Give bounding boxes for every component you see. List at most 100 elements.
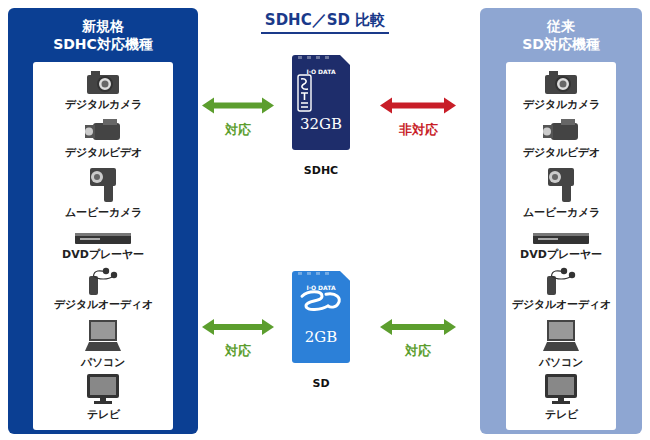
- device-icon: [544, 266, 578, 296]
- edge-label-slot: 対応: [198, 340, 278, 359]
- edge-label: 対応: [405, 343, 431, 359]
- hc-logo-mark: [301, 79, 308, 107]
- edge-label-slot: 対応: [378, 340, 458, 359]
- panel-heading: 従来 SD対応機種: [513, 17, 609, 53]
- device-label: デジタルオーディオ: [33, 298, 173, 312]
- device-item: デジタルオーディオ: [33, 266, 173, 312]
- card-notch: [325, 56, 329, 59]
- device-label: パソコン: [33, 356, 173, 370]
- card-notch: [316, 272, 320, 275]
- device-item: デジタルカメラ: [33, 68, 173, 112]
- device-icon-shape: [545, 71, 577, 94]
- device-icon-shape: [87, 374, 119, 404]
- device-icon-shape: [533, 233, 589, 244]
- diagram-title: SDHC／SD 比較: [261, 10, 389, 34]
- edge-label: 対応: [225, 122, 251, 138]
- sd-card: SDI·O DATA2GB: [292, 271, 350, 363]
- brand-slot: I·O DATA: [292, 275, 350, 294]
- device-item: テレビ: [33, 372, 173, 422]
- device-icon: [83, 118, 123, 144]
- card-caption-slot: SDHC: [272, 159, 370, 178]
- device-label: テレビ: [33, 408, 173, 422]
- card-caption-slot: SD: [272, 372, 370, 391]
- device-panel: 従来 SD対応機種デジタルカメラデジタルビデオムービーカメラ DVDプレーヤーデジ…: [480, 8, 642, 434]
- device-item: デジタルビデオ: [33, 118, 173, 160]
- device-label: デジタルカメラ: [33, 98, 173, 112]
- device-item: ムービーカメラ: [33, 166, 173, 220]
- device-icon-shape: [89, 268, 117, 295]
- device-item: DVDプレーヤー: [506, 230, 616, 262]
- edge-label: 非対応: [399, 122, 438, 138]
- device-item: デジタルオーディオ: [506, 266, 616, 312]
- device-icon: [541, 318, 581, 354]
- device-icon: [543, 68, 579, 96]
- device-label: デジタルカメラ: [506, 98, 616, 112]
- hc-logo-frame: [298, 75, 311, 111]
- device-icon-shape: [75, 233, 131, 244]
- device-icon-shape: [545, 374, 577, 404]
- device-label: デジタルビデオ: [33, 146, 173, 160]
- device-item: DVDプレーヤー: [33, 230, 173, 262]
- double-arrow: [380, 98, 456, 114]
- device-item: デジタルカメラ: [506, 68, 616, 112]
- double-arrow: [202, 319, 274, 335]
- device-icon: [86, 166, 120, 204]
- device-icon-shape: [548, 168, 574, 202]
- device-icon-shape: [547, 268, 575, 295]
- device-icon: [541, 118, 581, 144]
- card-notch: [307, 56, 311, 59]
- device-icon: [85, 68, 121, 96]
- device-item: パソコン: [33, 318, 173, 370]
- card-capacity: 2GB: [305, 328, 338, 346]
- edge-label-slot: 非対応: [378, 119, 458, 138]
- edge-label-slot: 対応: [198, 119, 278, 138]
- double-arrow: [380, 319, 456, 335]
- device-icon: [544, 166, 578, 204]
- device-icon: [532, 230, 590, 246]
- sd-logo-mark: [302, 292, 339, 310]
- device-icon-shape: [543, 119, 578, 140]
- capacity-slot: 32GB: [292, 114, 350, 133]
- capacity-slot: 2GB: [292, 327, 350, 346]
- device-item: デジタルビデオ: [506, 118, 616, 160]
- device-item: ムービーカメラ: [506, 166, 616, 220]
- device-icon-shape: [87, 71, 119, 94]
- card-notch: [307, 272, 311, 275]
- panel-heading: 新規格 SDHC対応機種: [47, 17, 159, 53]
- device-panel: 新規格 SDHC対応機種デジタルカメラデジタルビデオムービーカメラ DVDプレーヤ…: [8, 8, 198, 434]
- device-label: デジタルオーディオ: [506, 298, 616, 312]
- device-icon-shape: [85, 119, 120, 140]
- device-icon-shape: [543, 320, 579, 351]
- sd-card: SDHCI·O DATA32GB: [292, 55, 350, 150]
- device-icon: [86, 266, 120, 296]
- card-notch: [316, 56, 320, 59]
- device-label: ムービーカメラ: [33, 206, 173, 220]
- card-notch: [298, 56, 302, 59]
- device-item: テレビ: [506, 372, 616, 422]
- brand-slot: I·O DATA: [292, 59, 350, 78]
- card-brand: I·O DATA: [306, 284, 335, 292]
- card-caption: SD: [312, 377, 329, 391]
- card-capacity: 32GB: [300, 115, 342, 133]
- device-item: パソコン: [506, 318, 616, 370]
- card-notch: [298, 272, 302, 275]
- device-label: デジタルビデオ: [506, 146, 616, 160]
- device-icon-shape: [90, 168, 116, 202]
- double-arrow: [202, 98, 274, 114]
- device-icon: [85, 372, 121, 406]
- device-label: DVDプレーヤー: [33, 248, 173, 262]
- device-label: DVDプレーヤー: [506, 248, 616, 262]
- card-body: [292, 55, 350, 150]
- device-icon: [83, 318, 123, 354]
- device-icon: [74, 230, 132, 246]
- device-icon: [543, 372, 579, 406]
- device-icon-shape: [85, 320, 121, 351]
- card-caption: SDHC: [304, 164, 338, 178]
- device-label: テレビ: [506, 408, 616, 422]
- edge-label: 対応: [225, 343, 251, 359]
- card-brand: I·O DATA: [306, 68, 335, 76]
- card-notch: [325, 272, 329, 275]
- device-label: ムービーカメラ: [506, 206, 616, 220]
- card-body: [292, 271, 350, 363]
